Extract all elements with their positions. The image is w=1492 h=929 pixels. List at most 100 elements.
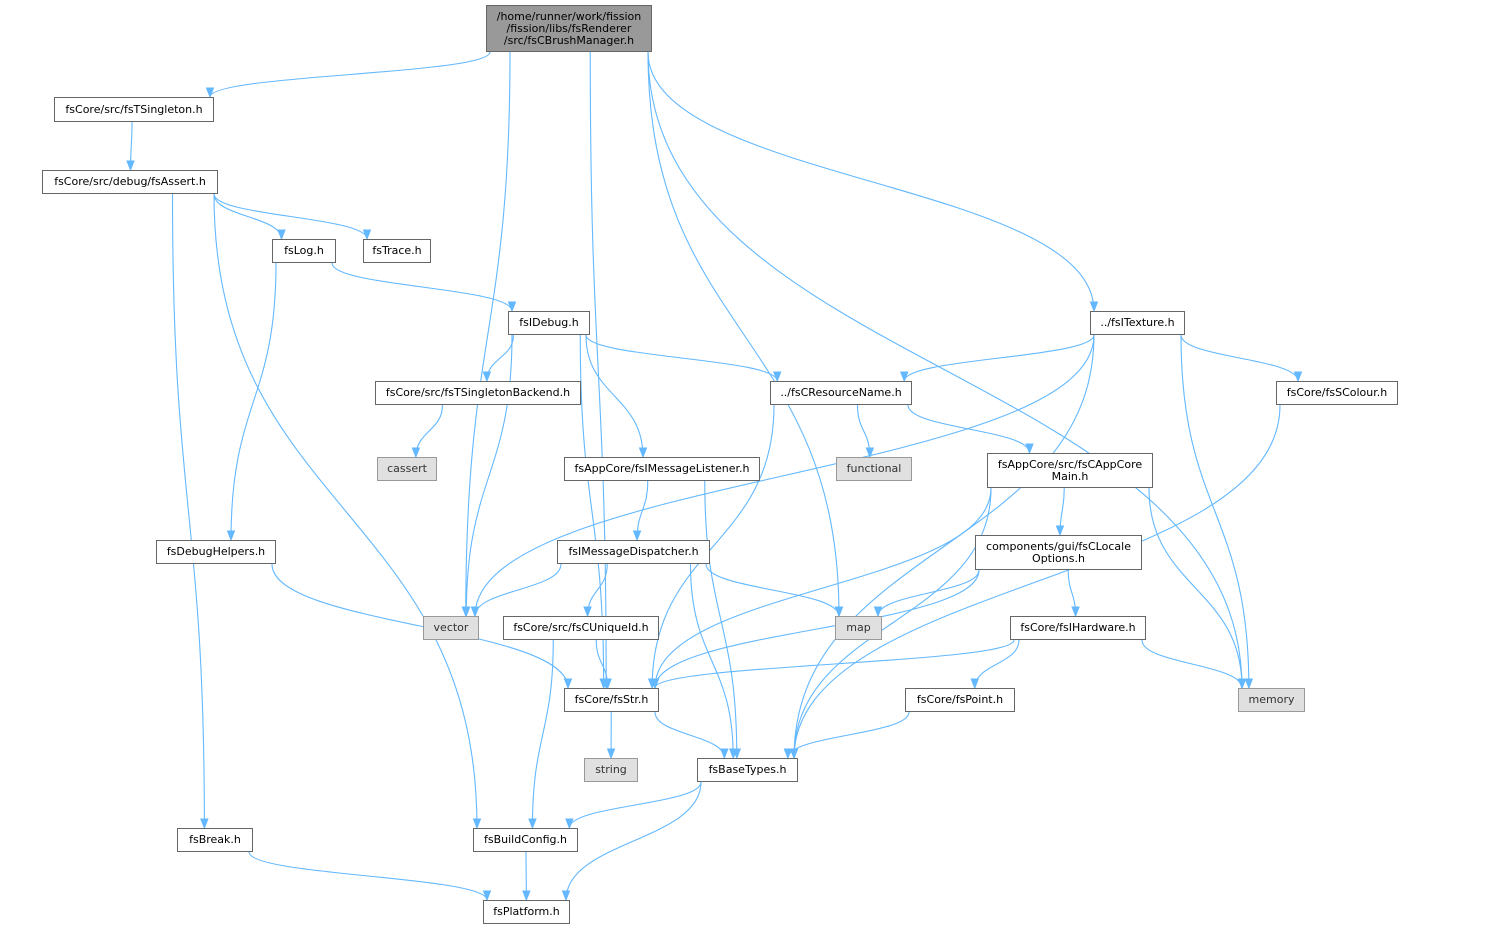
edge-cuniqueid-to-buildconfig [531, 639, 554, 829]
edge-root-to-memory [647, 51, 1243, 689]
node-root[interactable]: /home/runner/work/fission /fission/libs/… [486, 5, 652, 52]
arrowhead-ihardware-to-point [970, 678, 979, 690]
arrowhead-msgdispatcher-to-map [834, 606, 844, 618]
edge-itexture-to-vector [474, 334, 1095, 617]
arrowhead-itexture-to-memory [1244, 678, 1254, 690]
node-ihardware[interactable]: fsCore/fsIHardware.h [1010, 616, 1146, 640]
edge-msgdispatcher-to-vector [474, 563, 562, 617]
node-localeoptions[interactable]: components/gui/fsCLocale Options.h [975, 535, 1142, 570]
edge-itexture-to-scolour [1180, 334, 1299, 382]
node-cuniqueid[interactable]: fsCore/src/fsCUniqueId.h [503, 616, 659, 640]
edge-itexture-to-memory [1180, 334, 1250, 689]
node-log[interactable]: fsLog.h [272, 239, 336, 263]
node-vector: vector [423, 616, 479, 640]
edge-idebug-to-singletonbackend [486, 334, 515, 382]
arrowhead-root-to-itexture [1089, 301, 1099, 313]
node-string: string [584, 758, 638, 782]
node-map: map [835, 616, 882, 640]
edge-localeoptions-to-map [877, 569, 980, 617]
arrowhead-log-to-debughelpers [226, 530, 236, 542]
arrowhead-idebug-to-resourcename [773, 371, 782, 383]
node-idebug[interactable]: fsIDebug.h [508, 311, 590, 335]
edge-basetypes-to-platform [565, 781, 702, 901]
arrowhead-idebug-to-singletonbackend [482, 371, 492, 383]
arrowhead-idebug-to-vector [462, 606, 471, 618]
edge-scolour-to-basetypes [793, 404, 1281, 759]
arrowhead-str-to-basetypes [720, 748, 729, 760]
edge-idebug-to-vector [465, 334, 513, 617]
edge-point-to-basetypes [787, 711, 910, 759]
arrowhead-debughelpers-to-str [563, 678, 573, 690]
edge-resourcename-to-appcoremain [907, 404, 1031, 454]
arrowhead-msgdispatcher-to-vector [470, 606, 480, 618]
edge-itexture-to-resourcename [903, 334, 1095, 382]
arrowhead-str-to-string [606, 748, 616, 760]
edge-basetypes-to-buildconfig [568, 781, 702, 829]
node-assert[interactable]: fsCore/src/debug/fsAssert.h [42, 170, 218, 194]
node-basetypes[interactable]: fsBaseTypes.h [697, 758, 798, 782]
arrowhead-localeoptions-to-ihardware [1071, 606, 1080, 618]
node-itexture[interactable]: ../fsITexture.h [1090, 311, 1185, 335]
edge-singletonbackend-to-cassert [415, 404, 444, 458]
arrowhead-itexture-to-scolour [1293, 371, 1303, 383]
edge-root-to-vector [465, 51, 511, 617]
arrowhead-ihardware-to-str [650, 678, 660, 690]
arrowhead-assert-to-trace [362, 229, 372, 241]
node-msgdispatcher[interactable]: fsIMessageDispatcher.h [557, 540, 710, 564]
arrowhead-appcoremain-to-basetypes [789, 748, 799, 760]
node-msglistener[interactable]: fsAppCore/fsIMessageListener.h [564, 457, 760, 481]
edge-appcoremain-to-basetypes [793, 487, 992, 759]
node-tsingleton[interactable]: fsCore/src/fsTSingleton.h [54, 97, 214, 122]
arrowhead-idebug-to-msglistener [638, 447, 648, 459]
node-resourcename[interactable]: ../fsCResourceName.h [770, 381, 912, 405]
edge-msgdispatcher-to-map [705, 563, 840, 617]
node-str[interactable]: fsCore/fsStr.h [564, 688, 659, 712]
arrowhead-itexture-to-resourcename [900, 371, 909, 383]
arrowhead-msgdispatcher-to-cuniqueid [583, 606, 592, 618]
node-functional: functional [836, 457, 912, 481]
arrowhead-singletonbackend-to-cassert [411, 447, 421, 459]
edge-msgdispatcher-to-basetypes [689, 563, 734, 759]
edge-root-to-itexture [647, 51, 1095, 312]
edge-assert-to-buildconfig [213, 193, 478, 829]
arrowhead-localeoptions-to-map [873, 606, 883, 618]
edge-log-to-debughelpers [230, 262, 277, 541]
edge-ihardware-to-str [654, 639, 1015, 689]
edge-str-to-basetypes [654, 711, 725, 759]
arrowhead-cuniqueid-to-str [603, 678, 612, 690]
arrowhead-tsingleton-to-assert [126, 160, 135, 172]
arrowhead-cuniqueid-to-buildconfig [528, 818, 537, 830]
edge-root-to-map [647, 51, 840, 617]
arrowhead-break-to-platform [482, 890, 492, 902]
node-debughelpers[interactable]: fsDebugHelpers.h [156, 540, 276, 564]
node-platform[interactable]: fsPlatform.h [483, 900, 570, 924]
edge-ihardware-to-memory [1141, 639, 1243, 689]
node-buildconfig[interactable]: fsBuildConfig.h [473, 828, 578, 852]
edge-ihardware-to-point [974, 639, 1020, 689]
edge-idebug-to-resourcename [585, 334, 778, 382]
node-break[interactable]: fsBreak.h [177, 828, 253, 852]
node-scolour[interactable]: fsCore/fsSColour.h [1276, 381, 1398, 405]
arrowhead-assert-to-log [277, 229, 286, 241]
arrowhead-basetypes-to-buildconfig [565, 818, 574, 830]
edge-break-to-platform [248, 851, 488, 901]
arrowhead-resourcename-to-appcoremain [1025, 443, 1034, 455]
edge-assert-to-trace [213, 193, 368, 240]
arrowhead-resourcename-to-functional [865, 447, 875, 459]
node-point[interactable]: fsCore/fsPoint.h [905, 688, 1015, 712]
arrowhead-appcoremain-to-localeoptions [1055, 525, 1065, 537]
arrowhead-point-to-basetypes [783, 748, 793, 760]
edge-root-to-tsingleton [209, 51, 491, 98]
edge-log-to-idebug [331, 262, 513, 312]
arrowhead-assert-to-break [200, 818, 209, 830]
node-singletonbackend[interactable]: fsCore/src/fsTSingletonBackend.h [375, 381, 581, 405]
arrowhead-ihardware-to-memory [1237, 678, 1247, 690]
node-cassert: cassert [377, 457, 437, 481]
arrowhead-assert-to-buildconfig [472, 818, 482, 830]
node-appcoremain[interactable]: fsAppCore/src/fsCAppCore Main.h [987, 453, 1153, 488]
node-trace[interactable]: fsTrace.h [363, 239, 431, 263]
edge-msglistener-to-basetypes [704, 480, 738, 759]
edge-assert-to-break [171, 193, 205, 829]
edge-itexture-to-basetypes [793, 334, 1095, 759]
